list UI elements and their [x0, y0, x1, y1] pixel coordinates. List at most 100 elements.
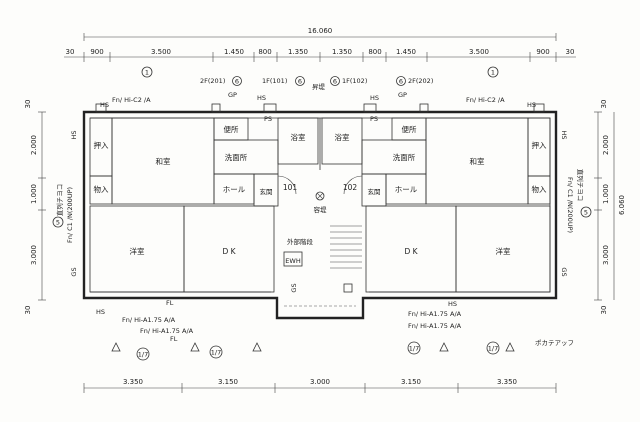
dim-left-1: 1.000: [30, 184, 38, 204]
gs-left: GS: [70, 267, 78, 276]
dim-right-2: 3.000: [602, 245, 610, 265]
dim-bottom-0: 3.350: [123, 378, 143, 386]
fn-bottom-1: Fn/ Hi-A1.75 A/A: [122, 316, 176, 324]
dim-right-total: 6.060: [618, 195, 626, 215]
fn-right-side: Fn/ C1 /N(200UP): [566, 177, 574, 233]
fn-bottom-4: Fn/ Hi-A1.75 A/A: [408, 322, 462, 330]
bottom-dimensions: 3.350 3.150 3.000 3.150 3.350: [83, 378, 557, 393]
dim-right-1: 1.000: [602, 184, 610, 204]
unit-102: 押入 物入 和室 洋室 D K 便所 洗面所 浴室 PS ホール 玄関 102: [321, 115, 551, 293]
unit-label-101: 101: [283, 183, 298, 192]
room-dk-right: D K: [404, 247, 418, 256]
circle-marker-6-b: 6: [298, 78, 302, 86]
room-dk-left: D K: [222, 247, 236, 256]
circle-marker-5-right: 5: [584, 209, 588, 217]
side-note-right: 直列チヨコ: [576, 169, 585, 202]
hs-top-left: HS: [100, 101, 109, 109]
room-hall-right: ホール: [395, 185, 418, 194]
dim-top-0: 900: [90, 48, 103, 56]
hs-top-mid-right: HS: [370, 94, 379, 102]
hs-top-mid-left: HS: [257, 94, 266, 102]
right-dimensions: 2.000 1.000 3.000 6.060 30 30 5 直列チヨコ Fn…: [560, 100, 626, 315]
circle-marker-6-a: 6: [235, 78, 239, 86]
circle-marker-1-right: 1: [491, 69, 495, 77]
dim-top-6: 800: [368, 48, 381, 56]
stair-label: 外部階段: [287, 237, 314, 246]
misc-note: ポカテアッフ: [535, 339, 574, 347]
center-stair: 容堤 外部階段 EWH GS: [283, 118, 362, 307]
circle-marker-6-c: 6: [333, 78, 337, 86]
kaisuru-label: 昇堤: [312, 82, 326, 91]
room-benjo-right: 便所: [402, 124, 417, 134]
dim-top-8: 3.500: [469, 48, 489, 56]
room-oshiire-right: 押入: [532, 140, 547, 150]
top-dimensions: 16.060 30 900 3.500 1.450 800 1.350 1.35…: [64, 27, 576, 62]
hs-left-upper: HS: [70, 130, 78, 139]
room-genkan-left: 玄関: [260, 187, 273, 196]
room-genkan-right: 玄関: [368, 187, 381, 196]
room-senmenjo-right: 洗面所: [393, 152, 416, 162]
fn-bottom-3: Fn/ Hi-A1.75 A/A: [408, 310, 462, 318]
ps-right: PS: [370, 115, 378, 123]
ewh-label: EWH: [285, 257, 301, 265]
hs-right-upper: HS: [560, 130, 568, 139]
gs-center: GS: [290, 283, 298, 292]
room-yoshitsu-right: 洋室: [496, 246, 511, 256]
dim-top-4: 1.350: [288, 48, 308, 56]
dim-top-1: 3.500: [151, 48, 171, 56]
dim-bottom-1: 3.150: [218, 378, 238, 386]
hs-bottom-right: HS: [448, 300, 457, 308]
room-washitsu-left: 和室: [156, 156, 171, 166]
room-monoire-left: 物入: [94, 184, 109, 194]
frac-marker-a: 1/7: [138, 351, 148, 359]
yosui-label: 容堤: [314, 205, 328, 214]
dim-top-2: 1.450: [224, 48, 244, 56]
dim-left-0: 2.000: [30, 135, 38, 155]
gp-label-102: 1F(102): [342, 77, 367, 85]
dim-top-7: 1.450: [396, 48, 416, 56]
dim-bottom-4: 3.350: [497, 378, 517, 386]
dim-right-corner-bottom: 30: [600, 306, 608, 315]
side-note-left: 直列チヨコ: [55, 184, 64, 217]
dim-right-0: 2.000: [602, 135, 610, 155]
ps-left: PS: [264, 115, 272, 123]
top-annotations: 1 1 2F(201) 6 GP 1F(101) 6 昇堤 6 1F(102) …: [100, 66, 536, 109]
room-yokushitsu-right: 浴室: [335, 132, 350, 142]
gp-b: GP: [398, 91, 407, 99]
room-senmenjo-left: 洗面所: [225, 152, 248, 162]
dim-top-corner-right: 30: [566, 48, 575, 56]
dim-top-3: 800: [258, 48, 271, 56]
fn-bottom-2: Fn/ Hi-A1.75 A/A: [140, 327, 194, 335]
gp-a: GP: [228, 91, 237, 99]
gp-label-201: 2F(201): [200, 77, 225, 85]
dim-top-corner-left: 30: [66, 48, 75, 56]
overall-width: 16.060: [308, 27, 333, 35]
hs-bottom-left: HS: [96, 308, 105, 316]
dim-top-9: 900: [536, 48, 549, 56]
fl-bottom-b: FL: [170, 335, 178, 343]
unit-101: 押入 物入 和室 洋室 D K 便所 洗面所 浴室 PS ホール 玄関 101: [89, 115, 319, 293]
bottom-annotations: HS FL Fn/ Hi-A1.75 A/A Fn/ Hi-A1.75 A/A …: [96, 299, 574, 361]
dim-left-corner-top: 30: [24, 100, 32, 109]
gs-right: GS: [560, 267, 568, 276]
room-yoshitsu-left: 洋室: [130, 246, 145, 256]
room-monoire-right: 物入: [532, 184, 547, 194]
circle-marker-1-left: 1: [145, 69, 149, 77]
fl-bottom-a: FL: [166, 299, 174, 307]
fn-left-side: Fn/ C1 /N(200UP): [66, 187, 74, 243]
frac-marker-b: 1/7: [211, 349, 221, 357]
frac-marker-d: 1/7: [488, 345, 498, 353]
fn-top-left: Fn/ Hi-C2 /A: [112, 96, 151, 104]
frac-marker-c: 1/7: [409, 345, 419, 353]
dim-bottom-2: 3.000: [310, 378, 330, 386]
room-yokushitsu-left: 浴室: [291, 132, 306, 142]
circle-marker-5-left: 5: [56, 219, 60, 227]
circle-marker-6-d: 6: [399, 78, 403, 86]
dim-bottom-3: 3.150: [401, 378, 421, 386]
room-benjo-left: 便所: [224, 124, 239, 134]
fn-top-right: Fn/ Hi-C2 /A: [466, 96, 505, 104]
hs-top-right: HS: [527, 101, 536, 109]
unit-label-102: 102: [343, 183, 358, 192]
gp-label-202: 2F(202): [408, 77, 433, 85]
